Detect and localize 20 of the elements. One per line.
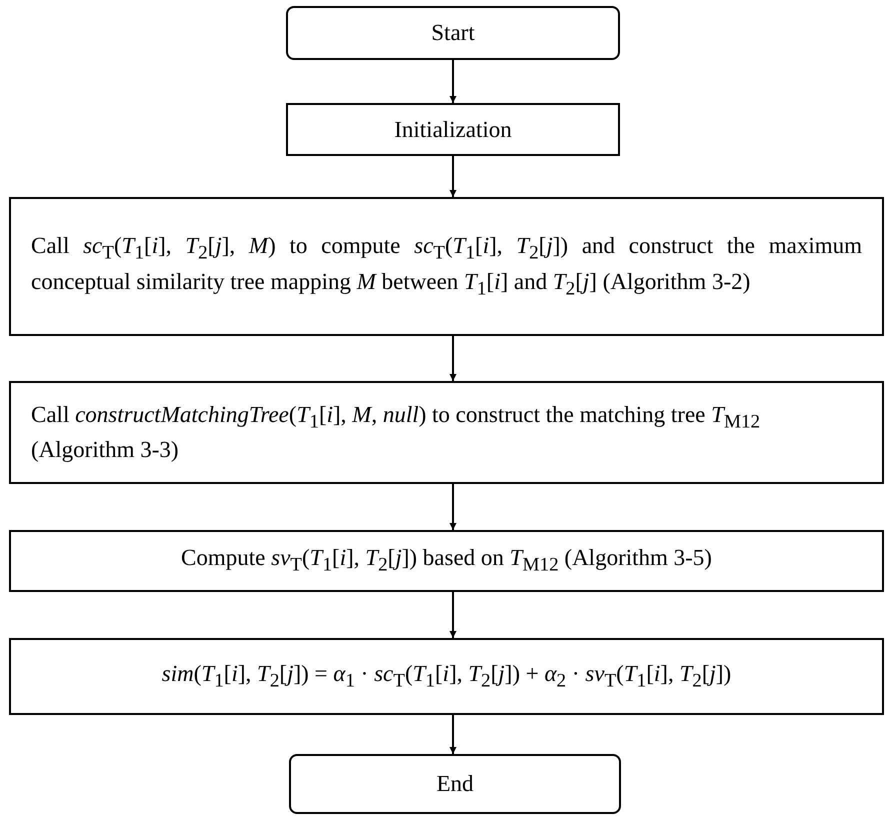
step-text: Initialization	[394, 116, 512, 144]
process-box	[9, 530, 884, 592]
process-box	[9, 381, 884, 484]
step-text: Compute sv$_{T}$(T$_{1}$[i], T$_{2}$[j]) based on T$_{M12}$ (Algorithm 3-5)	[181, 544, 712, 578]
terminal-box	[286, 6, 620, 60]
step-text: End	[436, 770, 474, 798]
step-text: Start	[431, 19, 475, 48]
process-box	[9, 197, 884, 336]
arrow	[450, 592, 456, 638]
terminal-box	[289, 754, 621, 814]
arrow	[450, 156, 456, 197]
step-text: sim(T$_{1}$[i], T$_{2}$[j]) = α$_{1}$ · sc$_{T}$(T$_{1}$[i], T$_{2}$[j]) + α$_{2}$ · sv$_{T}$(T$_{1}$[i], T$_{2}$[j])	[162, 660, 732, 694]
process-box	[286, 103, 620, 156]
arrow	[450, 484, 456, 530]
arrow	[450, 715, 456, 754]
process-box	[9, 638, 884, 715]
arrow	[450, 60, 456, 103]
arrow	[450, 336, 456, 381]
step-text: Call constructMatchingTree(T$_{1}$[i], M, null) to construct the matching tree T$_{M12}$ (Algorithm 3-3)	[31, 400, 762, 464]
step-text: Call sc$_{T}$(T$_{1}$[i], T$_{2}$[j], M) to compute sc$_{T}$(T$_{1}$[i], T$_{2}$[j]) and construct the maximum conceptual similarity tree mapping M between T$_{1}$[i] and T$_{2}$[j] (Algorithm 3-2)	[31, 232, 862, 302]
